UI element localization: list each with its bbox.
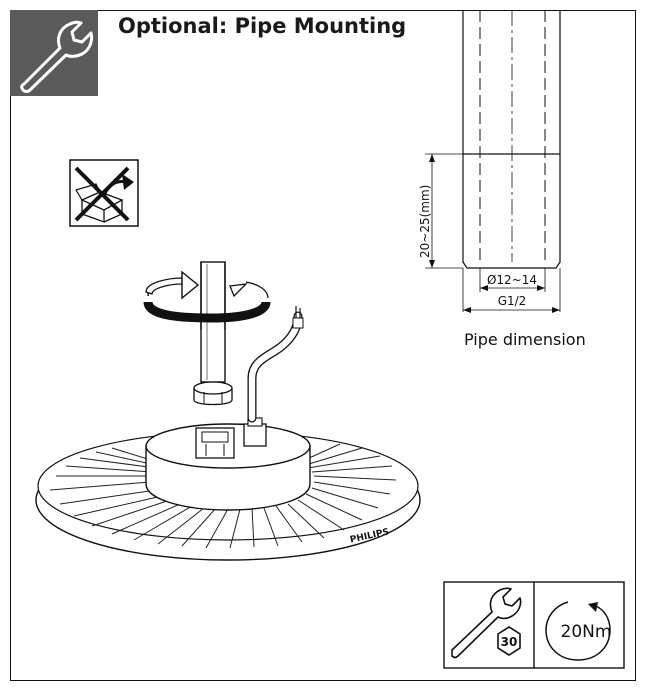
pipe-dimension-caption: Pipe dimension [464, 330, 586, 349]
page-title: Optional: Pipe Mounting [118, 14, 407, 38]
torque-label: 20Nm [561, 622, 612, 642]
rotate-arrow-icon [143, 262, 271, 330]
highbay-fixture [35, 417, 421, 561]
mounting-pipe [193, 261, 233, 406]
thread-label: G1/2 [498, 294, 527, 308]
wrench-icon [20, 20, 94, 93]
tool-badge [10, 10, 98, 96]
height-label: 20~25(mm) [418, 185, 432, 258]
wrench-size-label: 30 [501, 635, 518, 649]
page-frame [10, 10, 636, 681]
hex-nut [193, 381, 233, 406]
pipe-dimension-drawing: 20~25(mm) Ø12~14 G1/2 [418, 10, 561, 313]
diameter-label: Ø12~14 [487, 273, 537, 287]
wrench-icon [451, 587, 522, 659]
cable [247, 306, 304, 423]
torque-panel: 30 20Nm [443, 581, 625, 669]
no-box-icon [69, 159, 139, 227]
hex-nut-icon [497, 626, 521, 656]
clockwise-arrow-icon [545, 601, 611, 661]
